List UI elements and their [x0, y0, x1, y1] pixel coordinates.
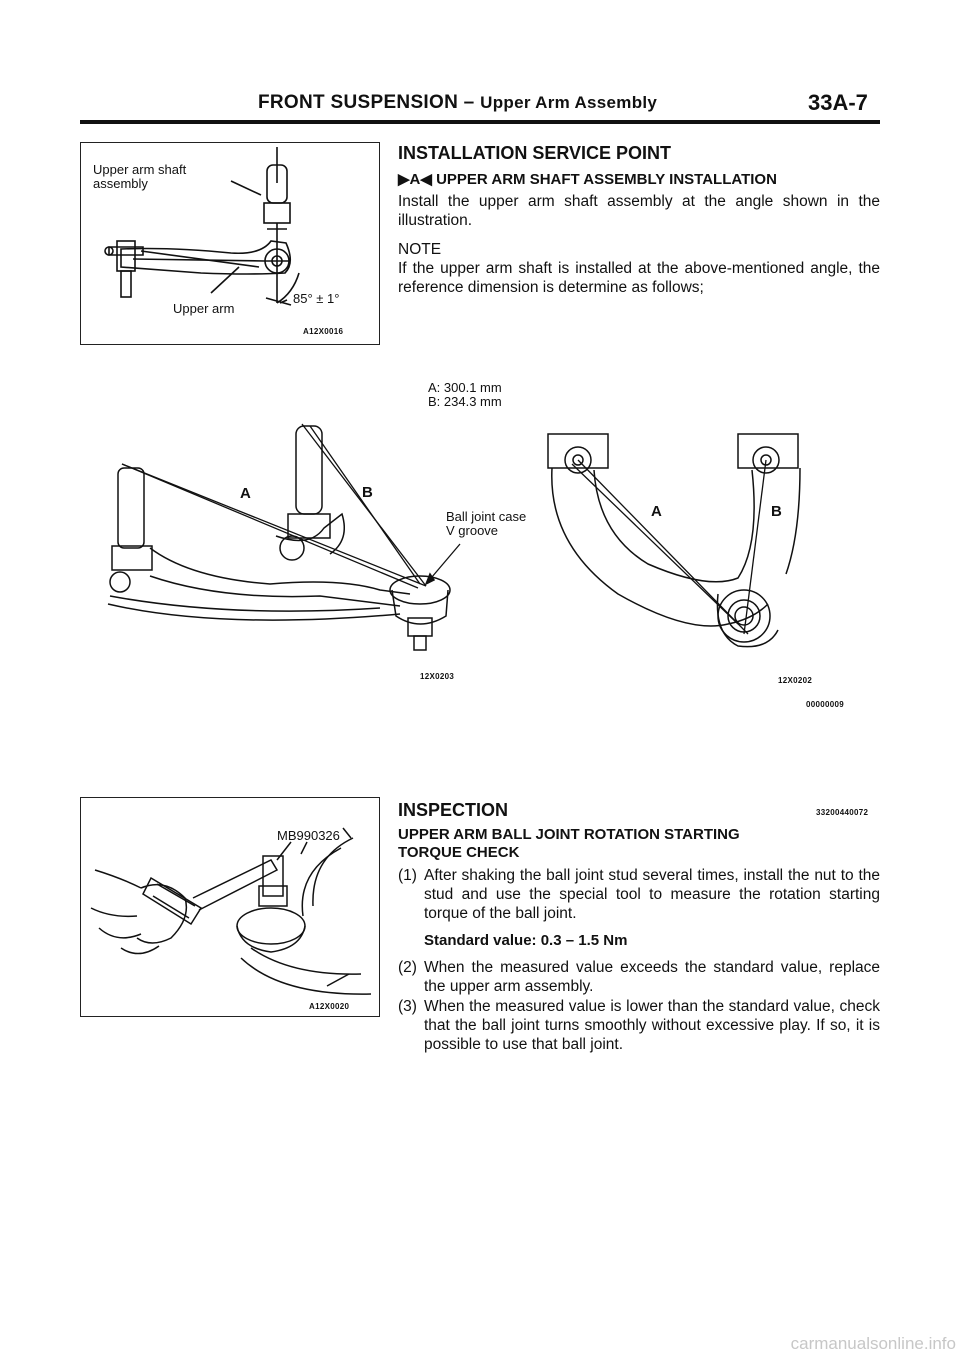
figure3-code: 12X0202: [778, 676, 813, 685]
page-number: 33A-7: [808, 90, 868, 115]
label-ball-joint-case: Ball joint case: [446, 509, 527, 524]
label-upper-arm-shaft: Upper arm shaft: [93, 162, 187, 177]
document-code: 00000009: [806, 700, 844, 709]
label-upper-arm: Upper arm: [173, 301, 235, 316]
inspection-title: INSPECTION: [398, 800, 509, 820]
figure-upper-arm-angle: Upper arm shaft assembly Upper arm 85° ±…: [80, 142, 380, 345]
installation-body: Install the upper arm shaft assembly at …: [398, 193, 880, 229]
top-view-illustration: [547, 433, 801, 648]
label-b-top: B: [771, 503, 782, 520]
figure-torque-tool: MB990326 A12X0020: [80, 797, 380, 1017]
side-view-illustration: [107, 423, 461, 651]
label-b-side: B: [362, 484, 373, 501]
label-assembly: assembly: [93, 176, 148, 191]
standard-value: Standard value: 0.3 – 1.5 Nm: [424, 932, 628, 949]
figure2-code: 12X0203: [420, 672, 455, 681]
section-title: FRONT SUSPENSION –: [258, 92, 475, 113]
inspection-subtitle-line1: UPPER ARM BALL JOINT ROTATION STARTING: [398, 826, 740, 843]
dimension-b: B: 234.3 mm: [428, 394, 502, 409]
note-label: NOTE: [398, 241, 442, 258]
tool-number: MB990326: [277, 828, 340, 843]
inspection-step-3: (3) When the measured value is lower tha…: [398, 998, 880, 1053]
arrow-icon: ▶A◀: [398, 171, 432, 188]
section-subtitle: Upper Arm Assembly: [480, 93, 658, 112]
label-angle: 85° ± 1°: [293, 291, 340, 306]
watermark: carmanualsonline.info: [790, 1334, 956, 1353]
inspection-subtitle-line2: TORQUE CHECK: [398, 844, 520, 861]
installation-title: INSTALLATION SERVICE POINT: [398, 143, 672, 163]
torque-tool-illustration: [90, 827, 372, 995]
note-text: If the upper arm shaft is installed at t…: [398, 260, 880, 296]
figure4-code: A12X0020: [309, 1002, 350, 1011]
inspection-code: 33200440072: [816, 808, 869, 817]
label-a-side: A: [240, 485, 251, 502]
upper-arm-illustration: [104, 147, 300, 306]
header-rule: [80, 120, 880, 124]
label-v-groove: V groove: [446, 523, 499, 538]
inspection-step-1: (1) After shaking the ball joint stud se…: [398, 867, 880, 922]
figure-code: A12X0016: [303, 327, 344, 336]
dimension-a: A: 300.1 mm: [428, 380, 502, 395]
inspection-step-2: (2) When the measured value exceeds the …: [398, 959, 880, 995]
installation-subtitle: ▶A◀ UPPER ARM SHAFT ASSEMBLY INSTALLATIO…: [398, 171, 777, 188]
label-a-top: A: [651, 503, 662, 520]
page-header-title: FRONT SUSPENSION – Upper Arm Assembly: [258, 92, 657, 114]
